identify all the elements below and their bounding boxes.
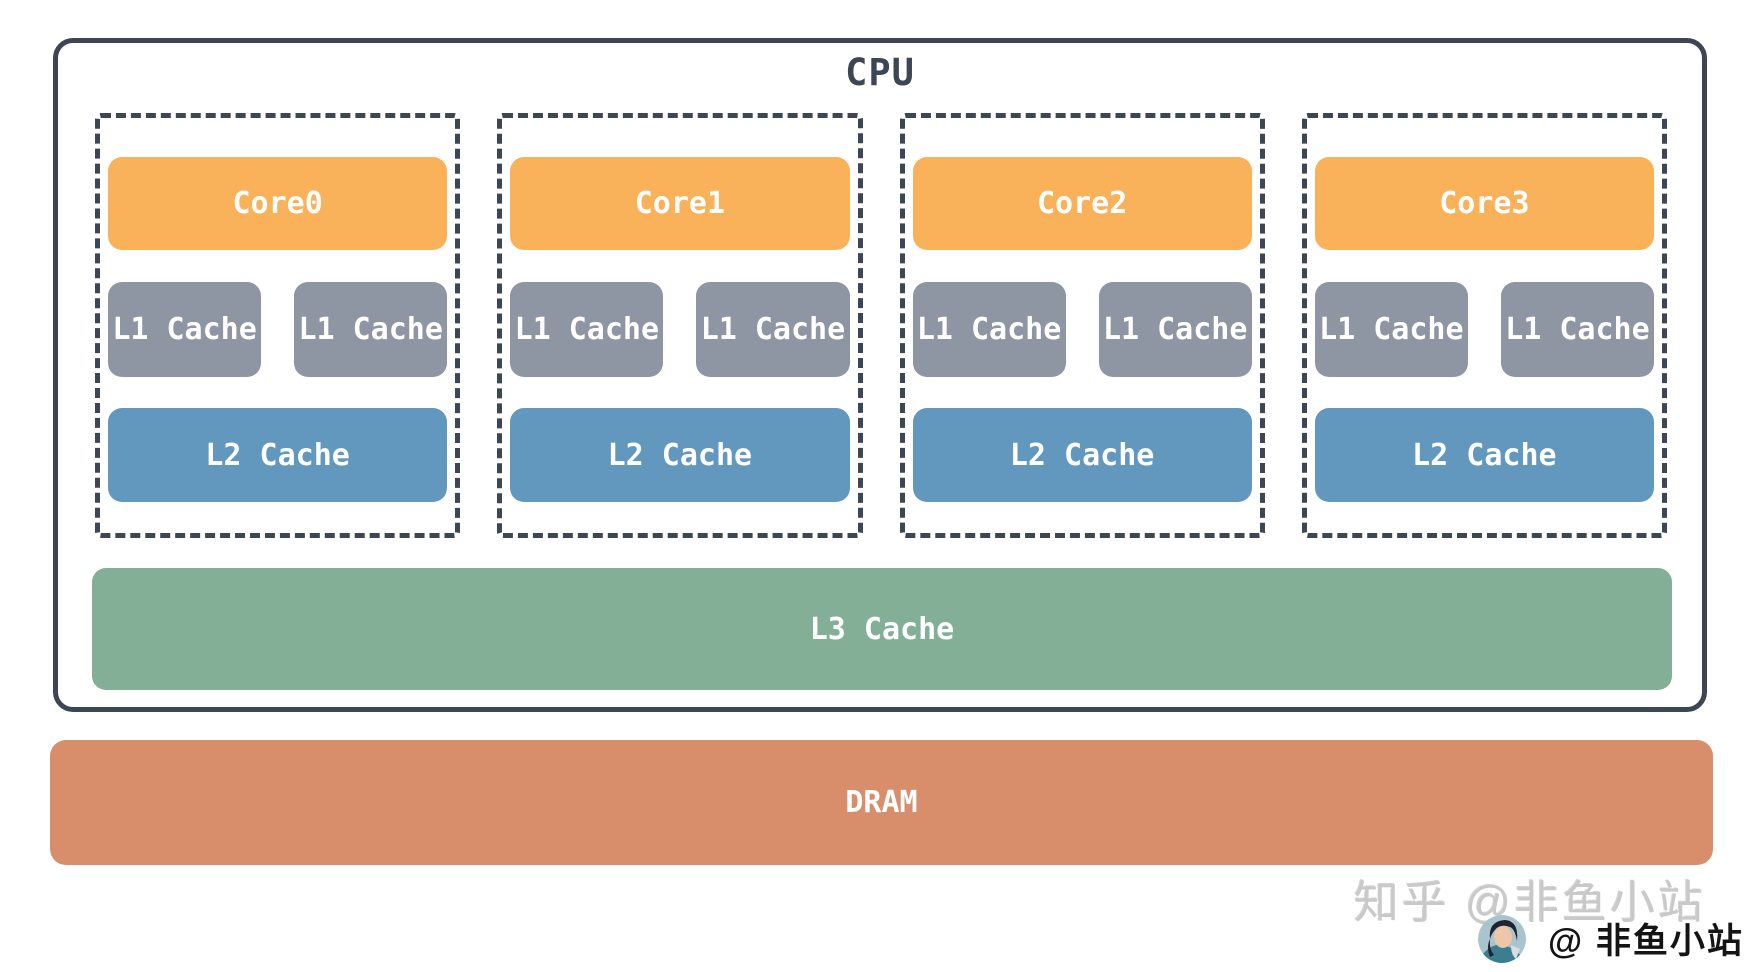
core-block: Core3 — [1314, 157, 1654, 250]
l1-row: L1 Cache L1 Cache — [108, 282, 448, 377]
core-group-2: Core2 L1 Cache L1 Cache L2 Cache — [899, 113, 1265, 538]
l1-row: L1 Cache L1 Cache — [912, 282, 1252, 377]
l1-cache-block: L1 Cache — [912, 282, 1066, 377]
l1-cache-label: L1 Cache — [514, 312, 660, 347]
core-label: Core3 — [1439, 186, 1530, 221]
core-label: Core2 — [1036, 186, 1128, 221]
l1-cache-label: L1 Cache — [112, 312, 257, 347]
l2-cache-block: L2 Cache — [108, 408, 448, 502]
cpu-container: CPU Core0 L1 Cache L1 Cache L2 Cache — [53, 38, 1707, 712]
l2-cache-block: L2 Cache — [510, 408, 850, 502]
dram-label: DRAM — [845, 785, 918, 820]
l1-cache-label: L1 Cache — [1319, 312, 1464, 347]
core-group-1: Core1 L1 Cache L1 Cache L2 Cache — [497, 113, 863, 538]
l2-cache-label: L2 Cache — [205, 437, 350, 473]
core-label: Core0 — [232, 186, 323, 221]
l1-cache-label: L1 Cache — [298, 312, 443, 347]
dram-block: DRAM — [50, 740, 1713, 865]
l2-cache-block: L2 Cache — [1314, 408, 1654, 502]
core-label: Core1 — [634, 186, 726, 221]
author-badge: @ 非鱼小站 — [1478, 913, 1744, 964]
core-block: Core0 — [108, 157, 448, 250]
l1-row: L1 Cache L1 Cache — [510, 282, 850, 377]
l3-cache-label: L3 Cache — [809, 611, 955, 647]
core-group-3: Core3 L1 Cache L1 Cache L2 Cache — [1301, 113, 1667, 538]
l2-cache-label: L2 Cache — [607, 437, 753, 473]
l3-cache-block: L3 Cache — [92, 568, 1672, 690]
l1-cache-block: L1 Cache — [696, 282, 850, 377]
l2-cache-label: L2 Cache — [1009, 437, 1155, 473]
avatar — [1478, 914, 1526, 963]
l1-row: L1 Cache L1 Cache — [1314, 282, 1654, 377]
l1-cache-block: L1 Cache — [1500, 282, 1654, 377]
core-group-0: Core0 L1 Cache L1 Cache L2 Cache — [95, 113, 461, 538]
l1-cache-label: L1 Cache — [1505, 312, 1650, 347]
author-badge-text: @ 非鱼小站 — [1548, 922, 1744, 961]
l1-cache-block: L1 Cache — [294, 282, 448, 377]
core-block: Core1 — [510, 157, 850, 250]
cpu-title: CPU — [845, 51, 915, 94]
l2-cache-block: L2 Cache — [912, 408, 1252, 502]
core-groups-row: Core0 L1 Cache L1 Cache L2 Cache Core1 — [95, 113, 1667, 538]
core-block: Core2 — [912, 157, 1252, 250]
l1-cache-label: L1 Cache — [1102, 312, 1248, 347]
l2-cache-label: L2 Cache — [1412, 437, 1557, 473]
l1-cache-block: L1 Cache — [510, 282, 664, 377]
l1-cache-block: L1 Cache — [108, 282, 262, 377]
l1-cache-label: L1 Cache — [700, 312, 846, 347]
l1-cache-block: L1 Cache — [1314, 282, 1468, 377]
zhihu-watermark-text: 知乎 @非鱼小站 — [1353, 877, 1706, 928]
l1-cache-label: L1 Cache — [916, 312, 1062, 347]
l1-cache-block: L1 Cache — [1098, 282, 1252, 377]
